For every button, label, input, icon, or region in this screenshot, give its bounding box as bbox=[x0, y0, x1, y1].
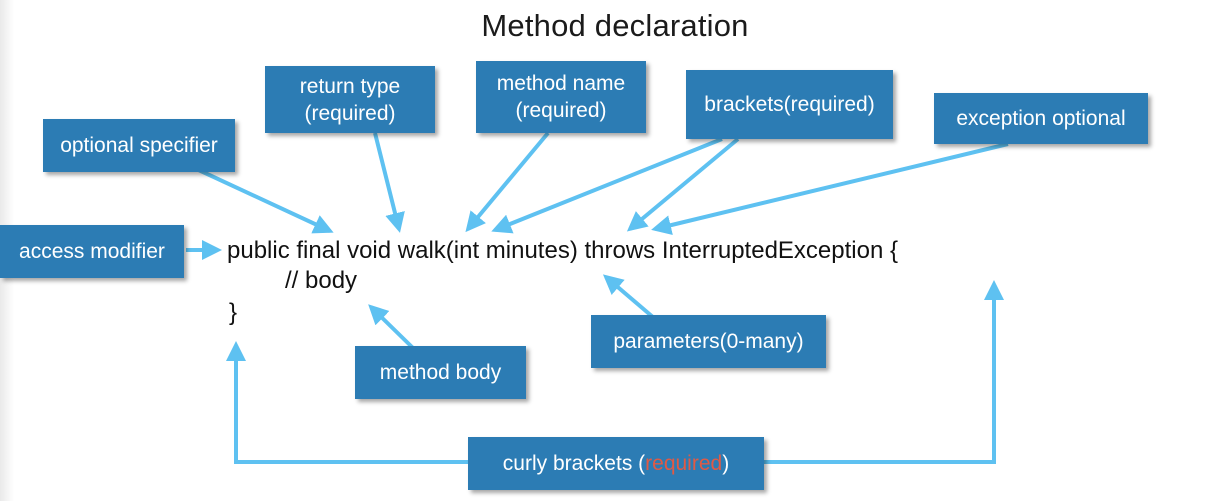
arrow-parameters bbox=[602, 274, 656, 320]
brackets-label: brackets(required) bbox=[686, 70, 893, 139]
code-line-signature: public final void walk(int minutes) thro… bbox=[227, 237, 898, 264]
access-modifier-label: access modifier bbox=[0, 225, 184, 278]
method-name-label: method name (required) bbox=[476, 61, 646, 133]
arrow-optional-specifier bbox=[189, 164, 334, 234]
return-type-label: return type (required) bbox=[265, 66, 435, 133]
arrow-curly-left bbox=[226, 341, 470, 464]
curly-brackets-label: curly brackets (required) bbox=[468, 437, 764, 490]
exception-label: exception optional bbox=[934, 93, 1148, 144]
code-line-closing-brace: } bbox=[229, 299, 238, 326]
arrow-return-type bbox=[373, 132, 405, 233]
arrow-method-body bbox=[368, 304, 415, 350]
diagram-title: Method declaration bbox=[481, 8, 749, 43]
optional-specifier-label: optional specifier bbox=[43, 119, 235, 172]
arrow-exception bbox=[651, 142, 1009, 235]
arrow-bracket-open bbox=[491, 137, 723, 234]
arrow-curly-right bbox=[764, 280, 1004, 464]
curly-label-required: required bbox=[645, 452, 723, 475]
parameters-label: parameters(0-many) bbox=[591, 315, 826, 368]
arrow-bracket-close bbox=[626, 137, 740, 232]
curly-label-suffix: ) bbox=[722, 452, 730, 475]
code-line-body-comment: // body bbox=[285, 267, 358, 294]
arrow-method-name bbox=[465, 131, 550, 233]
curly-label-prefix: curly brackets ( bbox=[502, 452, 646, 475]
method-body-label: method body bbox=[355, 346, 526, 399]
